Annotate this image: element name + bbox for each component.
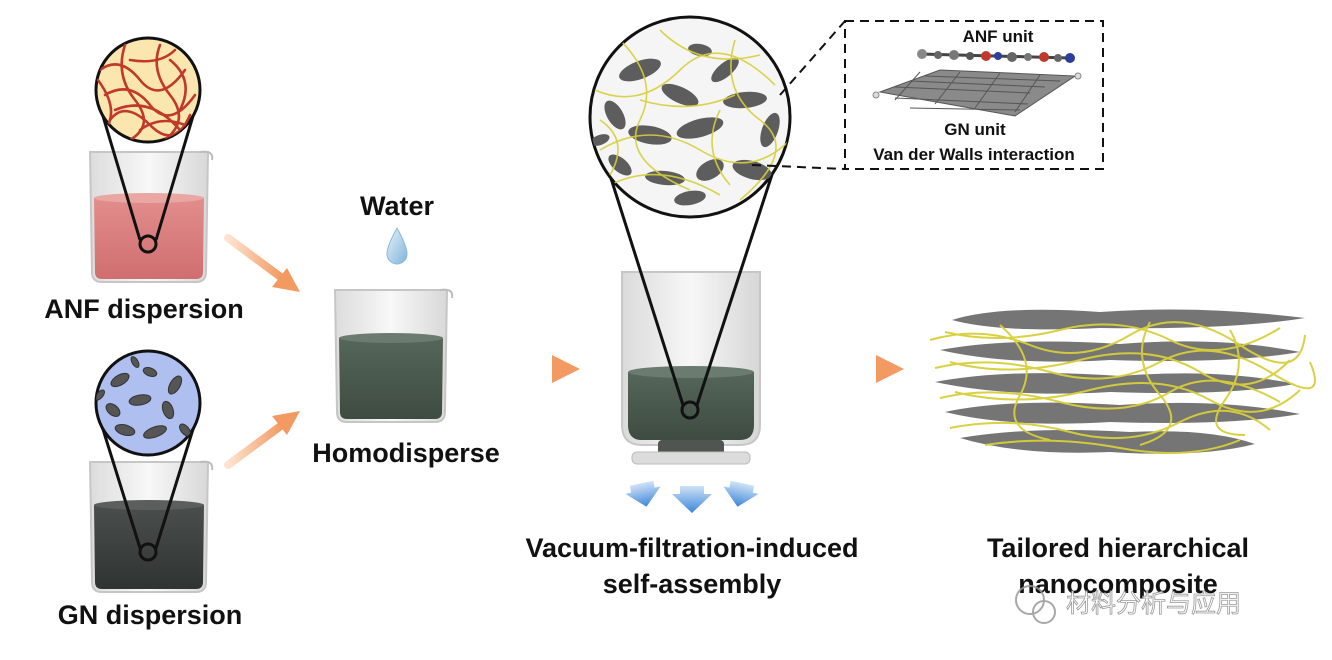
tailored-label-line1: Tailored hierarchical bbox=[987, 533, 1249, 563]
gn-beaker bbox=[88, 460, 214, 593]
tailored-label-line2: nanocomposite bbox=[1018, 569, 1218, 599]
anf-dispersion-label: ANF dispersion bbox=[44, 294, 244, 324]
homodisperse-label: Homodisperse bbox=[312, 438, 500, 468]
arrow-filtration-to-composite bbox=[807, 355, 904, 383]
vacuum-label-line1: Vacuum-filtration-induced bbox=[525, 533, 858, 563]
filtration-funnel bbox=[621, 271, 761, 465]
watermark: 材料分析与应用 bbox=[1015, 585, 1241, 624]
gn-dispersion-label: GN dispersion bbox=[58, 600, 243, 630]
arrow-mix-to-filtration bbox=[483, 355, 580, 383]
anf-molecule-icon bbox=[917, 49, 1075, 63]
gn-magnifier bbox=[94, 349, 202, 562]
flow-down-arrows-icon bbox=[625, 480, 759, 513]
molecular-inset: ANF unit bbox=[751, 20, 1104, 170]
anf-magnifier bbox=[94, 36, 202, 254]
filtration-magnifier bbox=[588, 15, 792, 420]
water-label: Water bbox=[360, 191, 435, 221]
vacuum-label-line2: self-assembly bbox=[603, 569, 782, 599]
anf-beaker bbox=[88, 150, 214, 283]
homodisperse-beaker bbox=[333, 288, 454, 423]
water-drop-icon bbox=[386, 226, 408, 265]
graphene-sheet-icon bbox=[872, 69, 1082, 117]
layered-nanocomposite bbox=[929, 309, 1316, 454]
watermark-text: 材料分析与应用 bbox=[1066, 590, 1241, 618]
arrow-gn-to-mix bbox=[224, 411, 300, 469]
anf-unit-label: ANF unit bbox=[963, 27, 1034, 46]
arrow-anf-to-mix bbox=[224, 234, 300, 292]
interaction-label: Van der Walls interaction bbox=[873, 145, 1075, 164]
gn-unit-label: GN unit bbox=[944, 120, 1006, 139]
